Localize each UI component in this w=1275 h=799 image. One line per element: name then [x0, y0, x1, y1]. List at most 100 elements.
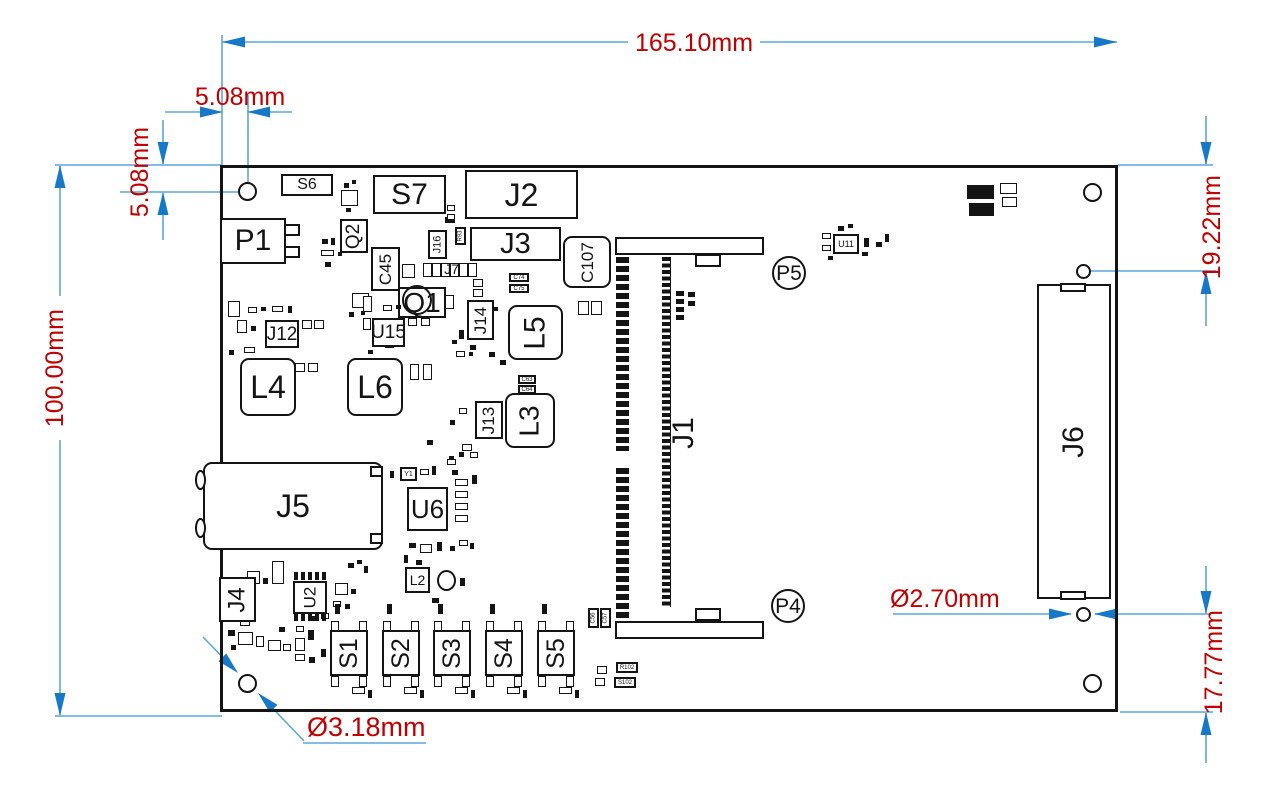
- comp-U6: U6: [407, 487, 448, 531]
- tiny-component: [676, 307, 684, 312]
- tiny-component: [308, 630, 314, 640]
- comp-P1-tab-top: [284, 224, 300, 236]
- comp-U2-label: U2: [300, 586, 320, 609]
- tiny-component: [967, 185, 994, 199]
- tiny-component: [296, 626, 304, 632]
- tiny-component: [338, 252, 342, 256]
- tiny-component: [420, 544, 432, 553]
- tiny-component: [364, 566, 368, 573]
- comp-S6: S6: [281, 174, 333, 196]
- comp-J14: J14: [467, 300, 494, 340]
- tiny-component: [263, 578, 268, 584]
- tiny-component: [450, 546, 455, 551]
- tiny-component: [344, 183, 349, 188]
- comp-Q1-label: Q1: [403, 286, 441, 318]
- comp-L4-label: L4: [250, 369, 286, 405]
- comp-S6-label: S6: [297, 176, 317, 193]
- tiny-component: [450, 420, 455, 425]
- comp-C64: C64: [518, 385, 536, 394]
- tiny-component: [489, 352, 495, 357]
- tiny-component: [309, 657, 315, 663]
- tiny-component: [470, 452, 478, 458]
- comp-R102: R102: [616, 662, 638, 673]
- comp-J5-notch-bottom: [370, 533, 383, 544]
- tiny-component: [335, 583, 348, 595]
- tiny-component: [822, 245, 831, 251]
- comp-J13-label: J13: [479, 406, 499, 434]
- tiny-component: [272, 561, 284, 584]
- comp-P5-label: P5: [776, 261, 802, 285]
- comp-P1-label: P1: [234, 224, 272, 257]
- comp-J14-label: J14: [471, 306, 491, 334]
- tiny-component: [500, 360, 506, 365]
- comp-J1-arm-bottom: [615, 621, 764, 639]
- comp-S5-label: S5: [541, 637, 570, 669]
- tiny-component: [578, 301, 589, 315]
- tiny-component: [308, 363, 318, 372]
- dim-hole-offset-vertical: 5.08mm: [125, 126, 154, 218]
- dim-hole-offset-horizontal: 5.08mm: [194, 83, 286, 111]
- comp-L5-label: L5: [518, 315, 552, 350]
- tiny-component: [969, 203, 994, 216]
- tiny-component: [455, 503, 468, 510]
- comp-C74: C74: [509, 273, 529, 282]
- tiny-component: [295, 638, 305, 651]
- tiny-component: [1002, 197, 1017, 207]
- comp-J5-bump-top: [195, 470, 206, 490]
- comp-C107: C107: [563, 236, 611, 288]
- tiny-component: [302, 320, 312, 329]
- tiny-component: [231, 645, 236, 650]
- tiny-component: [575, 690, 579, 698]
- comp-L2: L2: [405, 567, 430, 593]
- tiny-component: [295, 654, 305, 661]
- tiny-component: [402, 264, 415, 278]
- tiny-component: [455, 515, 468, 522]
- tiny-component: [238, 632, 253, 645]
- comp-U15: U15: [371, 318, 406, 347]
- tiny-component: [404, 687, 417, 694]
- tiny-component: [345, 604, 350, 609]
- comp-P5: P5: [772, 256, 806, 290]
- comp-L5: L5: [508, 305, 563, 360]
- pcb-board-outline: [220, 165, 1118, 712]
- comp-Q2-label: Q2: [343, 223, 365, 249]
- tiny-component: [447, 205, 455, 211]
- tiny-component: [452, 340, 457, 344]
- hole-right-upper-small: [1075, 263, 1091, 279]
- dim-total-width: 165.10mm: [634, 29, 754, 57]
- tiny-component: [462, 676, 470, 687]
- tiny-component: [228, 301, 240, 317]
- tiny-component: [437, 542, 442, 551]
- tiny-component: [455, 491, 468, 498]
- comp-S1-label: S1: [334, 637, 363, 669]
- comp-C63: C63: [518, 375, 536, 384]
- tiny-component: [447, 214, 455, 220]
- comp-U2: U2: [293, 581, 327, 614]
- dim-right-hole-bottom: 17.77mm: [1199, 610, 1228, 715]
- comp-S4: S4: [485, 630, 523, 676]
- tiny-component: [595, 678, 605, 686]
- tiny-component: [676, 315, 684, 320]
- comp-J1-tab-bottom: [695, 608, 721, 621]
- comp-U15-label: U15: [371, 322, 406, 343]
- comp-J1-pin-comb: [662, 257, 671, 607]
- tiny-component: [471, 690, 475, 698]
- comp-C107-label: C107: [577, 241, 597, 283]
- tiny-component: [256, 636, 264, 647]
- tiny-component: [462, 444, 472, 451]
- tiny-component: [335, 604, 340, 614]
- tiny-component: [523, 690, 527, 698]
- tiny-component: [1000, 183, 1017, 194]
- tiny-component: [251, 326, 256, 331]
- comp-J3: J3: [470, 227, 561, 261]
- tiny-component: [459, 452, 464, 457]
- tiny-component: [229, 350, 234, 355]
- tiny-component: [427, 440, 433, 445]
- tiny-component: [459, 330, 464, 339]
- tiny-component: [331, 676, 339, 687]
- tiny-component: [237, 320, 247, 333]
- comp-S3-label: S3: [437, 637, 466, 669]
- tiny-component: [447, 459, 456, 465]
- comp-J5-bump-bottom: [195, 518, 206, 538]
